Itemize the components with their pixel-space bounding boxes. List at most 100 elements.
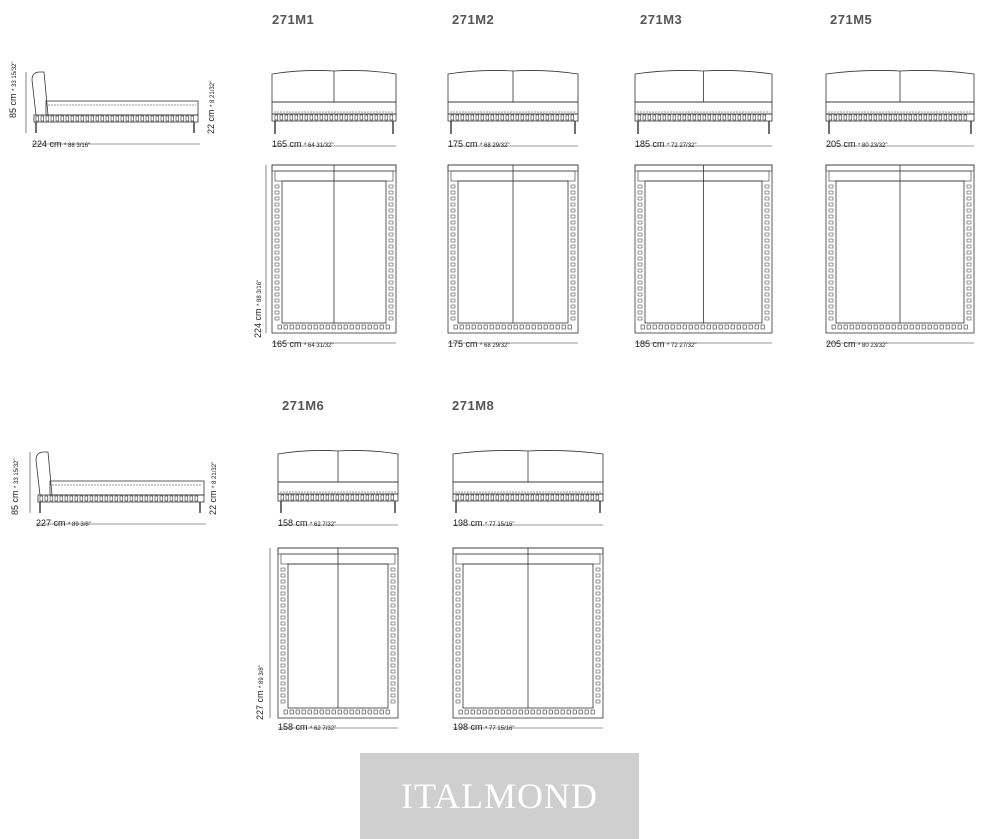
front-view-271m8-frame-slat [455,494,460,501]
top-view-271m2-side-slat-right [570,316,576,321]
top-view-271m1-foot-slat [385,324,390,330]
top-view-271m5-side-slat-left [828,304,834,309]
side-view-1-length-dim: 224 cm * 88 3/16" [32,139,91,149]
top-view-271m8-side-slat-right [595,579,601,584]
top-view-271m6-side-slat-left [280,579,286,584]
top-view-271m5-side-slat-right [966,196,972,201]
top-view-271m1-foot-slat [331,324,336,330]
top-view-271m6-side-slat-right [390,573,396,578]
front-view-271m5-frame-slat [923,114,928,121]
top-view-271m8-foot-slat [512,709,517,715]
top-view-271m1-side-slat-left [274,238,280,243]
top-view-271m3-side-slat-right [764,256,770,261]
top-view-271m1-side-slat-right [388,244,394,249]
front-view-271m5-frame-slat [878,114,883,121]
top-view-271m3-side-slat-left [637,190,643,195]
front-view-271m8-frame-slat [530,494,535,501]
front-view-271m2-frame-slat [460,114,465,121]
top-view-271m3-side-slat-right [764,196,770,201]
side-view-2-frame-slat [39,495,44,502]
top-view-271m3-side-slat-right [764,292,770,297]
top-view-271m5-side-slat-left [828,244,834,249]
top-view-271m2-side-slat-left [450,292,456,297]
m1-top-width-dim: 165 cm * 64 31/32" [272,339,334,349]
top-view-271m3-side-slat-left [637,214,643,219]
top-view-271m1-side-slat-right [388,310,394,315]
top-view-271m1-foot-slat [289,324,294,330]
front-view-271m5-headboard [825,70,975,103]
front-view-271m2-frame-slat [545,114,550,121]
side-view-1-frame-slat [65,115,70,122]
front-view-271m2-frame-slat [465,114,470,121]
front-view-271m1-headboard [271,70,397,103]
front-view-271m6-frame-slat [380,494,385,501]
top-view-271m2-side-slat-right [570,226,576,231]
top-view-271m3-side-slat-right [764,214,770,219]
front-view-271m2-frame-slat [535,114,540,121]
front-view-271m3-frame-slat [652,114,657,121]
front-view-271m1-frame-slat [304,114,309,121]
top-view-271m8-foot-slat [488,709,493,715]
front-view-271m8-frame-slat [590,494,595,501]
top-view-271m8-foot-slat [584,709,589,715]
top-view-271m2-side-slat-right [570,298,576,303]
top-view-271m5-side-slat-right [966,298,972,303]
side-view-2-frame-slat [54,495,59,502]
top-view-271m1-side-slat-left [274,256,280,261]
top-view-271m2-side-slat-left [450,310,456,315]
top-view-271m1-side-slat-right [388,256,394,261]
top-view-271m2-foot-slat [453,324,458,330]
top-view-271m2-side-slat-right [570,208,576,213]
top-view-271m5-foot-slat [915,324,920,330]
side-view-2-frame-slat [89,495,94,502]
top-view-271m5-side-slat-right [966,310,972,315]
top-view-271m3-side-slat-left [637,232,643,237]
m3-top-width-dim: 185 cm * 72 27/32" [635,339,697,349]
top-view-271m5-foot-slat [927,324,932,330]
top-view-271m1-foot-slat [301,324,306,330]
top-view-271m3-side-slat-right [764,250,770,255]
front-view-271m5-frame-slat [948,114,953,121]
top-view-271m2-side-slat-right [570,238,576,243]
front-view-271m8-frame-slat [585,494,590,501]
front-view-271m3-frame-slat [717,114,722,121]
top-view-271m2-side-slat-left [450,250,456,255]
top-view-271m8-side-slat-left [455,687,461,692]
front-view-271m3-frame-slat [692,114,697,121]
front-view-271m1-frame [271,113,397,122]
side-view-1-frame-slat [130,115,135,122]
front-view-271m3-frame-slat [747,114,752,121]
top-view-271m3-side-slat-right [764,244,770,249]
top-view-271m1-side-slat-left [274,184,280,189]
front-view-271m6-frame-slat [360,494,365,501]
top-view-271m5-side-slat-right [966,256,972,261]
top-view-271m2-side-slat-left [450,202,456,207]
top-view-271m5-side-slat-left [828,214,834,219]
side-view-2-frame-slat [109,495,114,502]
front-view-271m2-frame-slat [530,114,535,121]
top-view-271m2-foot-slat [537,324,542,330]
top-view-271m1-side-slat-left [274,244,280,249]
side-view-2-frame-slat [49,495,54,502]
top-view-271m6-side-slat-right [390,687,396,692]
side-view-2-headboard [35,451,53,496]
top-view-271m6-foot-slat [367,709,372,715]
front-view-271m5-frame-slat [843,114,848,121]
top-view-271m2-side-slat-left [450,184,456,189]
front-view-271m1-frame-slat [384,114,389,121]
top-view-271m6-side-slat-right [390,663,396,668]
top-view-271m2-side-slat-right [570,262,576,267]
top-view-271m6-side-slat-right [390,657,396,662]
front-view-271m8-frame-slat [545,494,550,501]
side-view-2-frame-slat [149,495,154,502]
top-view-271m3-side-slat-right [764,262,770,267]
top-view-271m3-side-slat-right [764,268,770,273]
top-view-271m3-side-slat-left [637,268,643,273]
top-view-271m8-side-slat-left [455,657,461,662]
top-view-271m3-side-slat-right [764,286,770,291]
top-view-271m8-side-slat-right [595,699,601,704]
front-view-271m6-frame-slat [290,494,295,501]
top-view-271m1-foot-slat [361,324,366,330]
front-view-271m3-frame-slat [752,114,757,121]
top-view-271m6-side-slat-right [390,651,396,656]
